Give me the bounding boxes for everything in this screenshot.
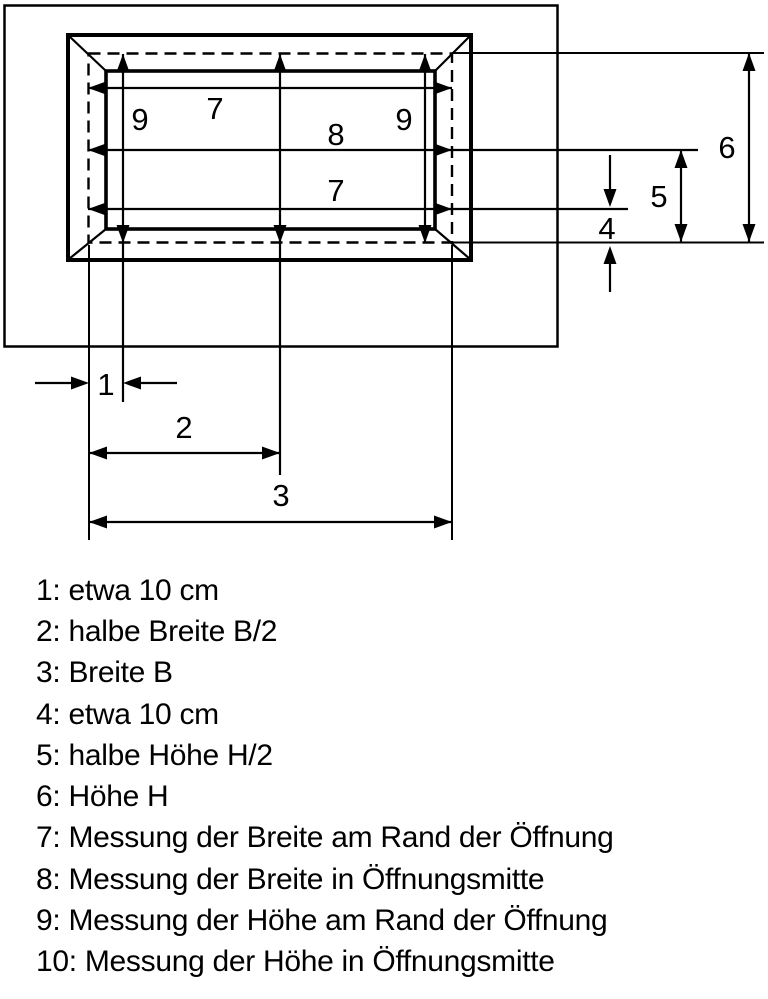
dimension-6-arrow	[742, 53, 756, 242]
legend-item-6: 6: Höhe H	[36, 780, 169, 814]
legend-item-10: 10: Messung der Höhe in Öffnungsmitte	[36, 945, 555, 979]
legend: 1: etwa 10 cm 2: halbe Breite B/2 3: Bre…	[36, 570, 736, 983]
label-width-top: 7	[206, 91, 223, 126]
height-measuring-lines	[116, 54, 432, 475]
label-dimension-2: 2	[175, 410, 192, 445]
label-dimension-5: 5	[650, 179, 667, 214]
label-height-right: 9	[395, 102, 412, 137]
dimension-5-arrow	[674, 150, 688, 242]
legend-item-4: 4: etwa 10 cm	[36, 697, 219, 731]
label-dimension-6: 6	[718, 130, 735, 165]
extension-lines-right	[452, 52, 764, 244]
frame-outer-edge	[66, 33, 473, 262]
label-dimension-3: 3	[272, 478, 289, 513]
extension-lines-bottom	[88, 245, 453, 540]
dimension-4-arrows	[603, 155, 617, 292]
legend-item-3: 3: Breite B	[36, 656, 173, 690]
legend-item-7: 7: Messung der Breite am Rand der Öffnun…	[36, 821, 614, 855]
opening-dashed-outline	[87, 52, 454, 244]
legend-item-2: 2: halbe Breite B/2	[36, 614, 278, 648]
legend-item-5: 5: halbe Höhe H/2	[36, 738, 273, 772]
label-width-middle: 8	[327, 117, 344, 152]
legend-item-1: 1: etwa 10 cm	[36, 573, 219, 607]
dimension-1-arrows	[35, 376, 177, 390]
window-opening-measurement-diagram: 7 9 8 9 7 1 2 3 4 5 6	[3, 4, 764, 540]
width-measuring-lines	[88, 81, 698, 216]
legend-item-8: 8: Messung der Breite in Öffnungsmitte	[36, 862, 545, 896]
legend-item-9: 9: Messung der Höhe am Rand der Öffnung	[36, 904, 608, 938]
dimension-2-arrow	[89, 446, 280, 460]
label-dimension-4: 4	[598, 211, 615, 246]
label-width-bottom: 7	[327, 173, 344, 208]
label-dimension-1: 1	[97, 367, 114, 402]
dimension-3-arrow	[89, 515, 452, 529]
label-height-left: 9	[131, 102, 148, 137]
